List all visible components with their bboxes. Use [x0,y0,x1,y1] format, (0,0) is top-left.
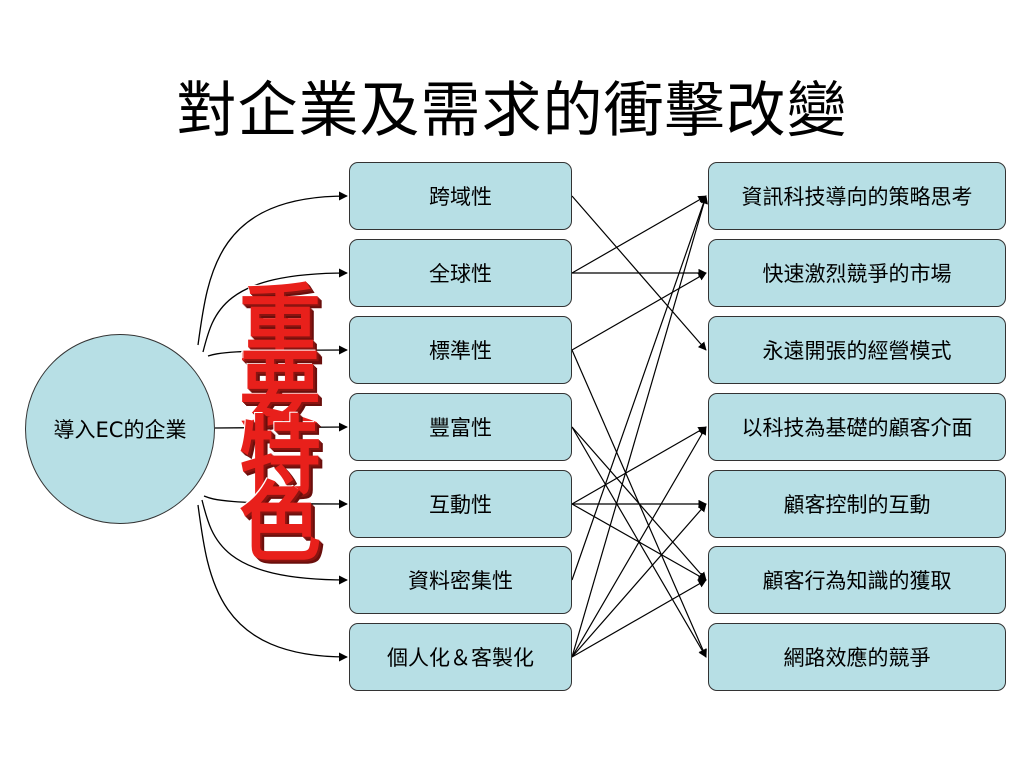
impact-connector-f3-i2 [571,272,707,351]
hub-connector-3 [207,345,348,357]
page-title: 對企業及需求的衝擊改變 [176,76,848,146]
impact-label: 永遠開張的經營模式 [762,339,952,363]
impact-connector-f7-i5 [571,503,707,658]
impact-connector-f7-i1 [571,195,708,658]
impact-box-1: 資訊科技導向的策略思考 [708,162,1006,230]
impact-box-4: 以科技為基礎的顧客介面 [708,393,1006,461]
feature-label: 互動性 [429,493,492,517]
impact-box-5: 顧客控制的互動 [708,470,1006,538]
feature-label: 跨域性 [429,185,492,209]
impact-connector-f6-i1 [571,195,708,581]
impact-label: 網路效應的競爭 [783,646,931,670]
impact-label: 資訊科技導向的策略思考 [741,185,973,209]
feature-box-2: 全球性 [349,239,572,307]
impact-label: 顧客行為知識的獲取 [762,569,952,593]
feature-box-7: 個人化＆客製化 [349,623,572,691]
impact-connector-f7-i4 [571,426,707,658]
hub-connector-4 [214,422,348,432]
impact-box-2: 快速激烈競爭的市場 [708,239,1006,307]
feature-box-5: 互動性 [349,470,572,538]
feature-label: 資料密集性 [408,569,513,593]
hub-circle: 導入EC的企業 [25,334,215,524]
impact-label: 顧客控制的互動 [783,493,931,517]
impact-label: 快速激烈競爭的市場 [762,262,952,286]
feature-box-4: 豐富性 [349,393,572,461]
impact-connector-f5-i4 [571,426,707,505]
hub-connector-6 [201,499,348,585]
impact-connector-f2-i1 [571,195,707,274]
impact-box-3: 永遠開張的經營模式 [708,316,1006,384]
impact-connector-f7-i6 [571,579,707,658]
hub-connector-7 [197,504,348,662]
hub-connector-5 [203,495,348,509]
feature-box-3: 標準性 [349,316,572,384]
impact-label: 以科技為基礎的顧客介面 [741,416,973,440]
feature-box-1: 跨域性 [349,162,572,230]
impact-box-7: 網路效應的競爭 [708,623,1006,691]
feature-box-6: 資料密集性 [349,546,572,614]
feature-label: 豐富性 [429,416,492,440]
hub-connector-2 [202,268,348,353]
feature-label: 個人化＆客製化 [387,646,534,670]
feature-label: 全球性 [429,262,492,286]
impact-box-6: 顧客行為知識的獲取 [708,546,1006,614]
hub-label: 導入EC的企業 [53,418,187,442]
feature-label: 標準性 [429,339,492,363]
hub-connector-1 [197,191,348,346]
